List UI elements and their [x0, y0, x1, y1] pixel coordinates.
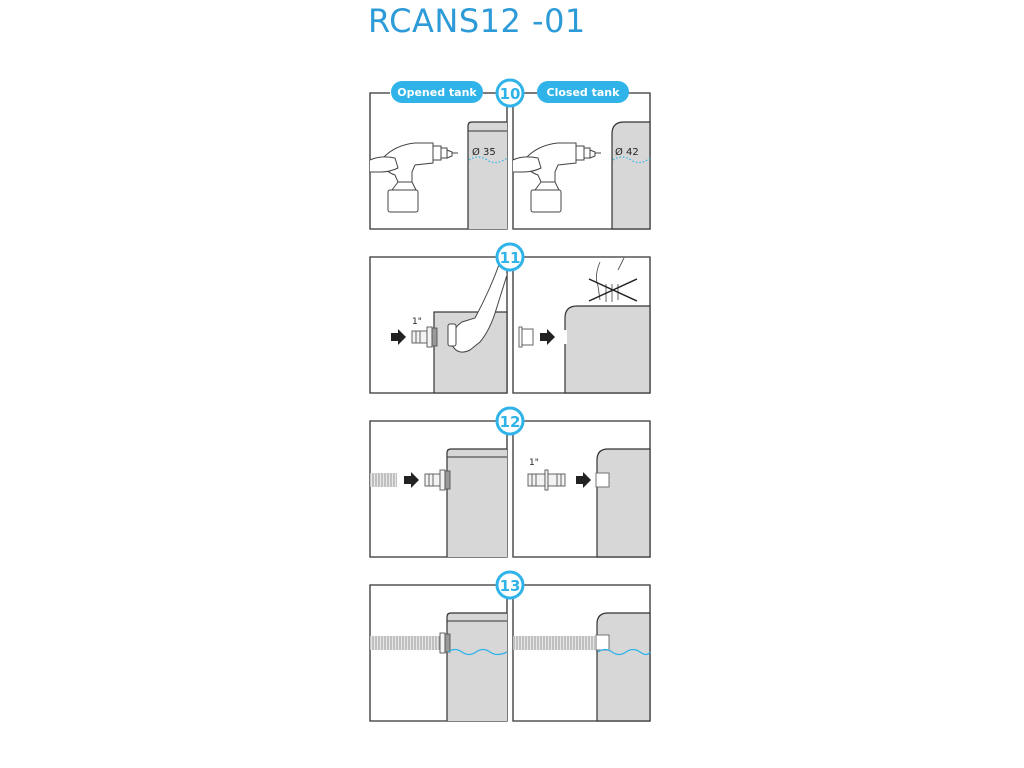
- step-12-panel-left: [369, 420, 508, 558]
- tag-closed-tank: Closed tank: [537, 81, 629, 103]
- step-13: 13: [369, 570, 651, 722]
- step-10-panel-closed: Ø 42: [512, 92, 651, 230]
- arrow-right-icon: [576, 472, 591, 488]
- step-11-panel-left: 1": [369, 256, 508, 394]
- arrow-right-icon: [540, 329, 555, 345]
- hose-icon: [370, 473, 397, 487]
- tank-wall: [468, 122, 507, 229]
- fitting-icon: [439, 632, 451, 654]
- fitting-icon: [595, 634, 610, 651]
- fitting-icon: [411, 326, 438, 348]
- svg-text:Closed tank: Closed tank: [547, 86, 621, 99]
- hand-icon: [447, 261, 508, 353]
- drill-icon: [369, 142, 458, 213]
- step-13-panel-right: [512, 584, 651, 722]
- svg-text:11: 11: [500, 249, 521, 267]
- svg-text:10: 10: [500, 85, 521, 103]
- size-label: 1": [412, 317, 422, 327]
- water-level: [597, 648, 651, 656]
- svg-text:13: 13: [500, 577, 521, 595]
- fitting-icon: [424, 469, 451, 491]
- tag-opened-tank: Opened tank: [391, 81, 483, 103]
- step-10-panel-opened: Ø 35: [369, 92, 508, 230]
- hole-diameter-label: Ø 42: [615, 146, 639, 158]
- connector-icon: [527, 469, 566, 491]
- tank-wall: [447, 613, 507, 721]
- prohibited-cross-icon: [588, 278, 638, 302]
- hose-icon: [370, 636, 440, 650]
- drill-icon: [512, 142, 601, 213]
- page-title: RCANS12 -01: [368, 2, 586, 40]
- svg-text:12: 12: [500, 413, 521, 431]
- step-11: 1" 1: [369, 242, 651, 394]
- arrow-right-icon: [391, 329, 406, 345]
- step-10: Ø 35 Ø 42 Opened tank: [369, 78, 651, 230]
- size-label: 1": [529, 458, 539, 468]
- tank-wall: [596, 448, 651, 558]
- tank-wall: [433, 311, 508, 394]
- step-13-panel-left: [369, 584, 508, 722]
- step-number-badge: 10: [495, 78, 525, 108]
- step-number-badge: 13: [495, 570, 525, 600]
- step-12: 1" 12: [369, 406, 651, 558]
- tank-wall: [596, 612, 651, 722]
- tank-wall: [564, 305, 651, 394]
- tank-wall: [611, 121, 651, 230]
- water-level: [447, 648, 508, 656]
- svg-text:Opened tank: Opened tank: [397, 86, 477, 99]
- tank-wall: [447, 449, 507, 557]
- fitting-icon: [518, 326, 534, 348]
- step-12-panel-right: 1": [512, 420, 651, 558]
- step-number-badge: 12: [495, 406, 525, 436]
- step-number-badge: 11: [495, 242, 525, 272]
- step-11-panel-right: [512, 256, 651, 394]
- arrow-right-icon: [404, 472, 419, 488]
- hole-diameter-label: Ø 35: [472, 146, 496, 158]
- hose-icon: [513, 636, 595, 650]
- fitting-icon: [595, 472, 610, 488]
